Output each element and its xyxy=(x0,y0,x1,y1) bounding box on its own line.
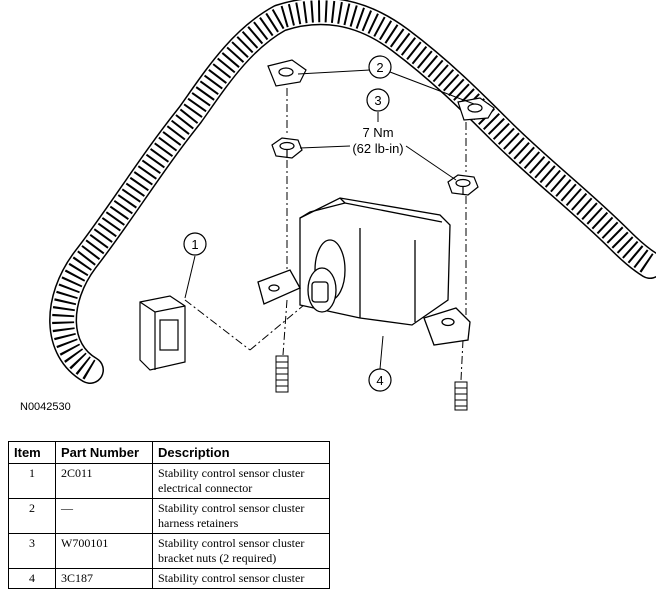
parts-table: Item Part Number Description 1 2C011 Sta… xyxy=(8,441,330,589)
svg-text:4: 4 xyxy=(376,373,383,388)
cell-description: Stability control sensor cluster xyxy=(152,568,330,589)
cell-item: 1 xyxy=(8,463,56,499)
torque-lbin-label: (62 lb-in) xyxy=(352,141,403,156)
table-header-row: Item Part Number Description xyxy=(8,441,330,464)
alignment-lines xyxy=(184,88,467,381)
electrical-connector xyxy=(139,295,186,371)
figure-id: N0042530 xyxy=(20,401,71,413)
mounting-stud-left xyxy=(275,355,289,393)
wiring-harness-conduit xyxy=(49,0,656,384)
callout-2: 2 xyxy=(368,55,392,79)
cell-item: 3 xyxy=(8,533,56,569)
header-part-number: Part Number xyxy=(55,441,153,464)
table-row: 4 3C187 Stability control sensor cluster xyxy=(8,568,330,589)
leader-lines xyxy=(184,69,475,370)
stability-control-sensor-cluster xyxy=(257,197,471,346)
cell-part-number: 3C187 xyxy=(55,568,153,589)
table-row: 2 — Stability control sensor cluster har… xyxy=(8,498,330,534)
table-row: 3 W700101 Stability control sensor clust… xyxy=(8,533,330,569)
torque-nm-label: 7 Nm xyxy=(362,125,393,140)
cell-item: 4 xyxy=(8,568,56,589)
header-description: Description xyxy=(152,441,330,464)
callout-3: 3 xyxy=(366,88,390,112)
cell-part-number: 2C011 xyxy=(55,463,153,499)
cell-item: 2 xyxy=(8,498,56,534)
harness-retainer-right xyxy=(457,97,495,121)
mounting-stud-right xyxy=(454,381,468,411)
exploded-view-diagram: 1 2 3 4 7 Nm (62 lb-in) xyxy=(49,0,656,411)
table-row: 1 2C011 Stability control sensor cluster… xyxy=(8,463,330,499)
bracket-nut-left xyxy=(271,137,303,159)
svg-text:1: 1 xyxy=(191,237,198,252)
cell-part-number: — xyxy=(55,498,153,534)
callout-4: 4 xyxy=(368,368,392,392)
cell-description: Stability control sensor cluster electri… xyxy=(152,463,330,499)
callout-1: 1 xyxy=(183,232,207,256)
header-item: Item xyxy=(8,441,56,464)
svg-text:2: 2 xyxy=(376,60,383,75)
harness-retainer-left xyxy=(267,59,307,87)
cell-description: Stability control sensor cluster harness… xyxy=(152,498,330,534)
cell-description: Stability control sensor cluster bracket… xyxy=(152,533,330,569)
cell-part-number: W700101 xyxy=(55,533,153,569)
svg-text:3: 3 xyxy=(374,93,381,108)
